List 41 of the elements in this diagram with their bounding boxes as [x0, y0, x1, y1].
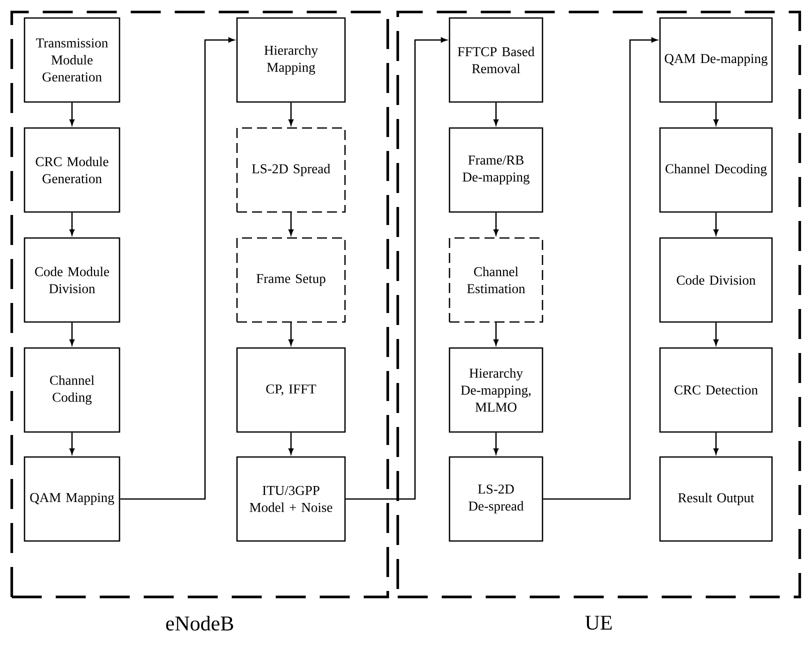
- process-box: LS-2D De-spread: [448, 456, 544, 542]
- arrow: [493, 432, 499, 454]
- process-box: FFTCP Based Removal: [448, 17, 544, 103]
- process-box: Frame Setup: [236, 237, 346, 323]
- process-box: QAM Mapping: [24, 456, 120, 542]
- arrow: [493, 212, 499, 236]
- process-box: ITU/3GPP Model + Noise: [236, 456, 346, 542]
- process-box: QAM De-mapping: [659, 17, 773, 103]
- arrow: [70, 102, 75, 126]
- process-box: Channel Estimation: [448, 237, 544, 323]
- process-box: LS-2D Spread: [236, 127, 346, 213]
- arrow: [120, 37, 234, 500]
- process-box: Channel Decoding: [659, 127, 773, 213]
- arrow: [288, 212, 294, 236]
- arrow: [713, 102, 719, 126]
- process-box: CRC Module Generation: [24, 127, 120, 213]
- node-label: UE: [585, 616, 612, 630]
- process-box: Frame/RB De-mapping: [448, 127, 544, 213]
- arrow: [288, 102, 294, 126]
- arrow: [70, 432, 75, 454]
- process-box: Channel Coding: [24, 347, 120, 433]
- process-box: Code Division: [659, 237, 773, 323]
- process-box: Transmission Module Generation: [24, 17, 120, 103]
- process-box: Hierarchy Mapping: [236, 17, 346, 103]
- arrow: [70, 212, 75, 236]
- process-box: CP, IFFT: [236, 347, 346, 433]
- process-box: Result Output: [659, 456, 773, 542]
- arrow: [713, 432, 719, 454]
- node-label: eNodeB: [166, 616, 234, 631]
- arrow: [713, 212, 719, 236]
- process-box: CRC Detection: [659, 347, 773, 433]
- arrow: [493, 102, 499, 126]
- arrow: [493, 322, 499, 346]
- arrow: [70, 322, 75, 346]
- arrow: [713, 322, 719, 346]
- arrow: [543, 37, 658, 500]
- arrow: [288, 322, 294, 346]
- arrow: [288, 432, 294, 454]
- arrow: [346, 37, 447, 500]
- process-box: Code Module Division: [24, 237, 120, 323]
- process-box: Hierarchy De-mapping, MLMO: [448, 347, 544, 433]
